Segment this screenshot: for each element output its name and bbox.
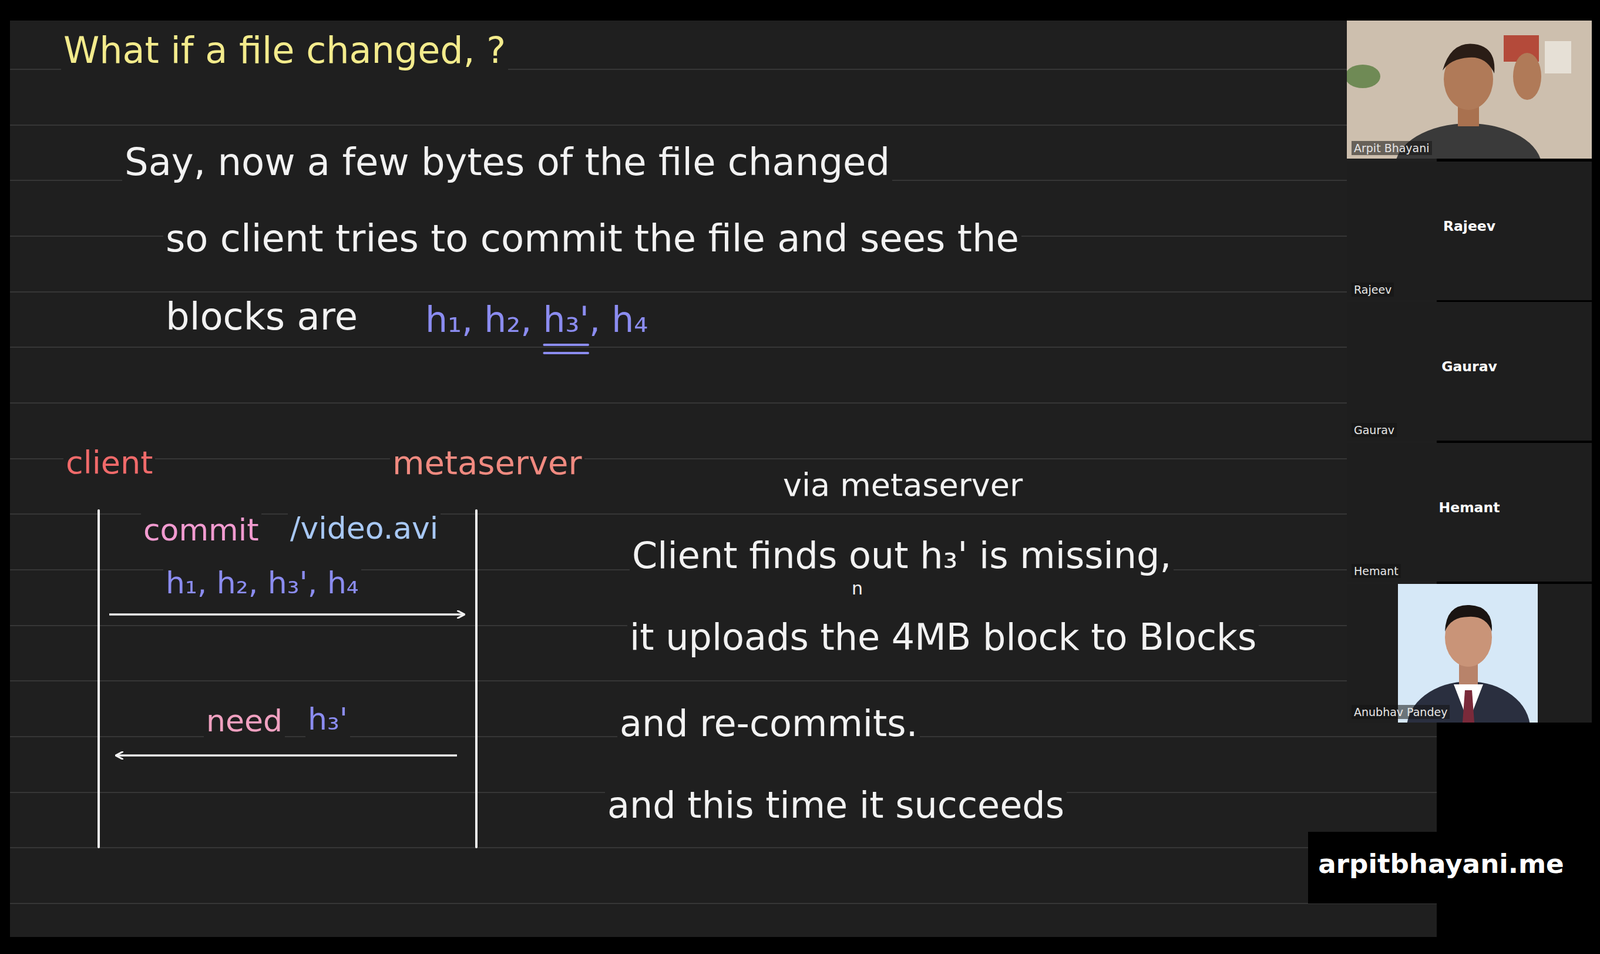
video-tile: Anubhav Pandey [1346,583,1592,723]
participant-name: Rajeev [1346,217,1592,235]
slide-text: Client finds out h₃' is missing, [629,534,1174,577]
participant-video [1397,583,1538,723]
participant-name: Gaurav [1351,422,1397,438]
slide-text: h₃' [305,701,351,738]
slide-text: client [63,444,156,482]
video-tile: Arpit Bhayani [1346,20,1592,159]
slide-text: blocks are [163,295,361,339]
presenter-video [1346,20,1592,159]
watermark-box: arpitbhayani.me [1308,831,1575,904]
slide-text: commit [140,512,262,549]
video-tile [1346,161,1592,301]
request-arrow [109,613,465,616]
slide-title: What if a file changed, ? [61,29,509,72]
ruled-lines [9,69,1437,904]
slide-text: need [203,703,285,739]
slide-text: via metaserver [780,466,1025,504]
watermark-ground [1308,831,1575,904]
slide-text: Say, now a few bytes of the file changed [122,140,893,185]
slide-text: h₁, h₂, h₃', h₄ [163,565,362,601]
participant-name: Anubhav Pandey [1351,704,1450,719]
slide-text: metaserver [390,444,585,482]
video-tile [1346,301,1592,441]
slide-text: /video.avi [287,511,441,547]
double-underline [543,344,588,354]
video-tile [1346,442,1592,582]
lifelines [98,510,477,847]
slide-text: so client tries to commit the file and s… [163,217,1022,261]
participant-name: Hemant [1346,499,1592,516]
video-tile: RajeevRajeev [1346,161,1592,301]
participant-name: Gaurav [1346,358,1592,375]
participant-name: Arpit Bhayani [1351,140,1433,156]
participant-name: Hemant [1351,563,1401,578]
participant-name: Rajeev [1351,282,1394,297]
slide-ground [9,20,1437,937]
video-tile: HemantHemant [1346,442,1592,582]
slide-text: and re-commits. [617,702,920,745]
slide-text: it uploads the 4MB block to Blocks [627,616,1259,658]
response-arrow [116,754,457,757]
watermark-text: arpitbhayani.me [1308,848,1575,880]
video-tile: GauravGaurav [1346,301,1592,441]
slide-text: n [849,578,866,600]
video-tile [1346,583,1592,723]
slide-text: h₁, h₂, h₃', h₄ [422,299,651,341]
slide-text: and this time it succeeds [604,784,1067,826]
